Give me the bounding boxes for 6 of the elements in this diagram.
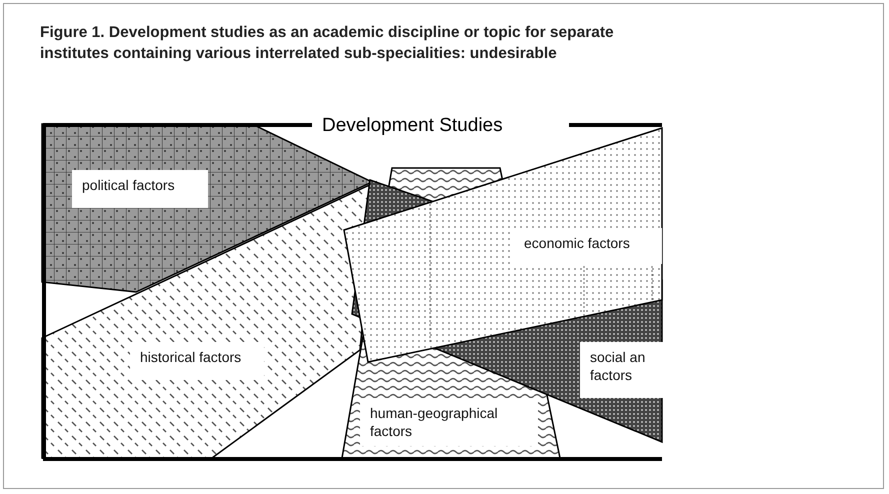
factor-label: social an factors [580,342,664,398]
figure-title: Figure 1. Development studies as an academic discipline or topic for separate institutes containing various interrelated sub-specialities: undesirable [40,23,615,64]
factor-label: human-geographical factors [360,398,538,446]
factor-label: political factors [72,170,208,208]
factor-label: historical factors [130,342,264,380]
factor-label: economic factors [514,228,662,264]
